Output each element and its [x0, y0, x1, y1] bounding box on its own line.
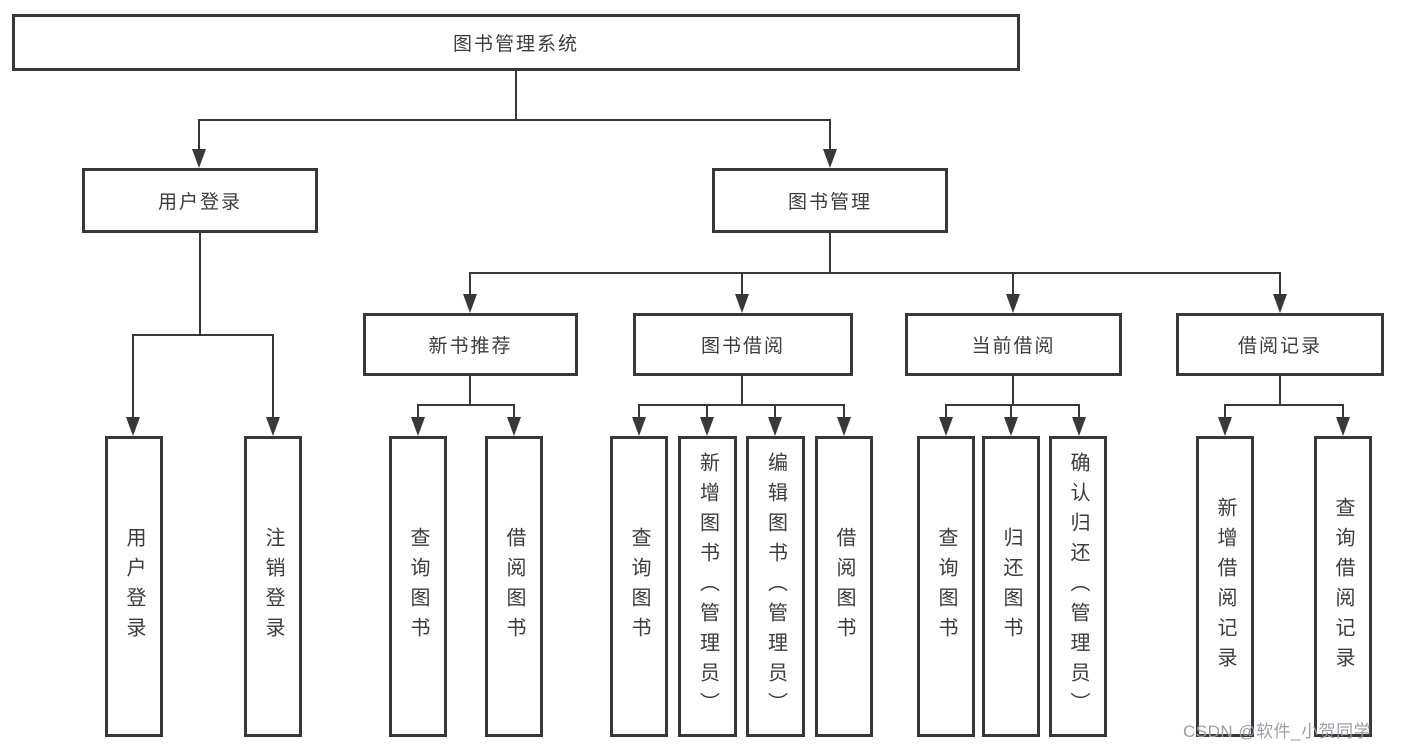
leaf-confirm-return-admin: 确认归还（管理员） — [1049, 436, 1107, 737]
connector-user-login-crossbar — [132, 334, 274, 336]
node-label: 确认归还（管理员） — [1067, 451, 1089, 722]
node-label: 注销登录 — [262, 526, 284, 647]
node-user-login: 用户登录 — [82, 168, 318, 233]
leaf-add-books-admin: 新增图书（管理员） — [678, 436, 737, 737]
connector-current-borrow-crossbar — [945, 404, 1080, 406]
node-label: 归还图书 — [1000, 526, 1022, 647]
connector-leaf-stem — [513, 406, 515, 420]
node-label: 新增图书（管理员） — [696, 451, 719, 722]
node-current-borrowing: 当前借阅 — [905, 313, 1122, 376]
node-label: 查询图书 — [935, 526, 957, 647]
leaf-edit-books-admin: 编辑图书（管理员） — [746, 436, 805, 737]
connector-user-login-stem — [199, 233, 201, 336]
connector-to-book-mgmt — [829, 121, 831, 151]
connector-to-book-borrow — [741, 274, 743, 296]
connector-to-new-books — [469, 274, 471, 296]
node-new-book-recommend: 新书推荐 — [363, 313, 578, 376]
arrowhead-icon — [411, 417, 425, 436]
watermark: CSDN @软件_小贺同学 — [1183, 722, 1372, 741]
connector-leaf-stem — [945, 406, 947, 420]
node-label: 查询图书 — [407, 526, 429, 647]
connector-leaf-stem — [1342, 406, 1344, 420]
node-borrowing-records: 借阅记录 — [1176, 313, 1384, 376]
arrowhead-icon — [735, 294, 749, 313]
connector-new-books-stem — [469, 376, 471, 406]
connector-new-books-crossbar — [417, 404, 515, 406]
arrowhead-icon — [1218, 417, 1232, 436]
connector-leaf-stem — [843, 406, 845, 420]
arrowhead-icon — [700, 417, 714, 436]
node-label: 图书借阅 — [700, 336, 785, 357]
leaf-query-books-current: 查询图书 — [917, 436, 975, 737]
node-label: 图书管理系统 — [452, 34, 579, 55]
leaf-query-books-borrowing: 查询图书 — [610, 436, 668, 737]
node-label: 图书管理 — [787, 192, 872, 213]
node-label: 用户登录 — [123, 526, 145, 647]
connector-leaf-stem — [638, 406, 640, 420]
node-label: 当前借阅 — [971, 336, 1056, 357]
connector-leaf-stem — [774, 406, 776, 420]
arrowhead-icon — [192, 149, 206, 168]
arrowhead-icon — [1273, 294, 1287, 313]
node-book-borrowing: 图书借阅 — [633, 313, 853, 376]
arrowhead-icon — [126, 417, 140, 436]
connector-borrow-records-stem — [1279, 376, 1281, 406]
node-label: 查询借阅记录 — [1332, 496, 1354, 677]
node-label: 用户登录 — [157, 192, 242, 213]
node-label: 查询图书 — [628, 526, 650, 647]
node-book-management: 图书管理 — [712, 168, 948, 233]
connector-leaf-stem — [706, 406, 708, 420]
node-label: 编辑图书（管理员） — [764, 451, 787, 722]
arrowhead-icon — [837, 417, 851, 436]
arrowhead-icon — [463, 294, 477, 313]
leaf-query-borrow-record: 查询借阅记录 — [1314, 436, 1372, 737]
connector-leaf-stem — [1078, 406, 1080, 420]
leaf-query-books-recommend: 查询图书 — [389, 436, 447, 737]
node-label: 新增借阅记录 — [1214, 496, 1236, 677]
connector-root-stem — [515, 71, 517, 120]
leaf-borrow-books-recommend: 借阅图书 — [485, 436, 543, 737]
connector-book-borrow-stem — [741, 376, 743, 406]
connector-to-user-login — [198, 121, 200, 151]
arrowhead-icon — [1006, 294, 1020, 313]
leaf-return-books: 归还图书 — [982, 436, 1040, 737]
arrowhead-icon — [939, 417, 953, 436]
arrowhead-icon — [632, 417, 646, 436]
connector-to-borrow-records — [1279, 274, 1281, 296]
connector-current-borrow-stem — [1012, 376, 1014, 406]
node-label: 借阅图书 — [503, 526, 525, 647]
arrowhead-icon — [1072, 417, 1086, 436]
connector-book-borrow-crossbar — [638, 404, 845, 406]
arrowhead-icon — [266, 417, 280, 436]
connector-to-login-leaf — [132, 336, 134, 418]
connector-to-current-borrow — [1012, 274, 1014, 296]
arrowhead-icon — [768, 417, 782, 436]
node-label: 借阅图书 — [833, 526, 855, 647]
connector-leaf-stem — [1010, 406, 1012, 420]
arrowhead-icon — [1004, 417, 1018, 436]
leaf-add-borrow-record: 新增借阅记录 — [1196, 436, 1254, 737]
connector-book-mgmt-stem — [829, 233, 831, 274]
node-library-system: 图书管理系统 — [12, 14, 1020, 71]
leaf-logout: 注销登录 — [244, 436, 302, 737]
connector-leaf-stem — [417, 406, 419, 420]
node-label: 借阅记录 — [1237, 336, 1322, 357]
leaf-user-login: 用户登录 — [105, 436, 163, 737]
connector-to-logout-leaf — [272, 336, 274, 418]
leaf-borrow-books-borrowing: 借阅图书 — [815, 436, 873, 737]
arrowhead-icon — [823, 149, 837, 168]
node-label: 新书推荐 — [428, 336, 513, 357]
connector-leaf-stem — [1224, 406, 1226, 420]
arrowhead-icon — [507, 417, 521, 436]
connector-borrow-records-crossbar — [1224, 404, 1344, 406]
connector-root-crossbar — [198, 119, 831, 121]
connector-book-mgmt-crossbar — [469, 272, 1281, 274]
arrowhead-icon — [1336, 417, 1350, 436]
